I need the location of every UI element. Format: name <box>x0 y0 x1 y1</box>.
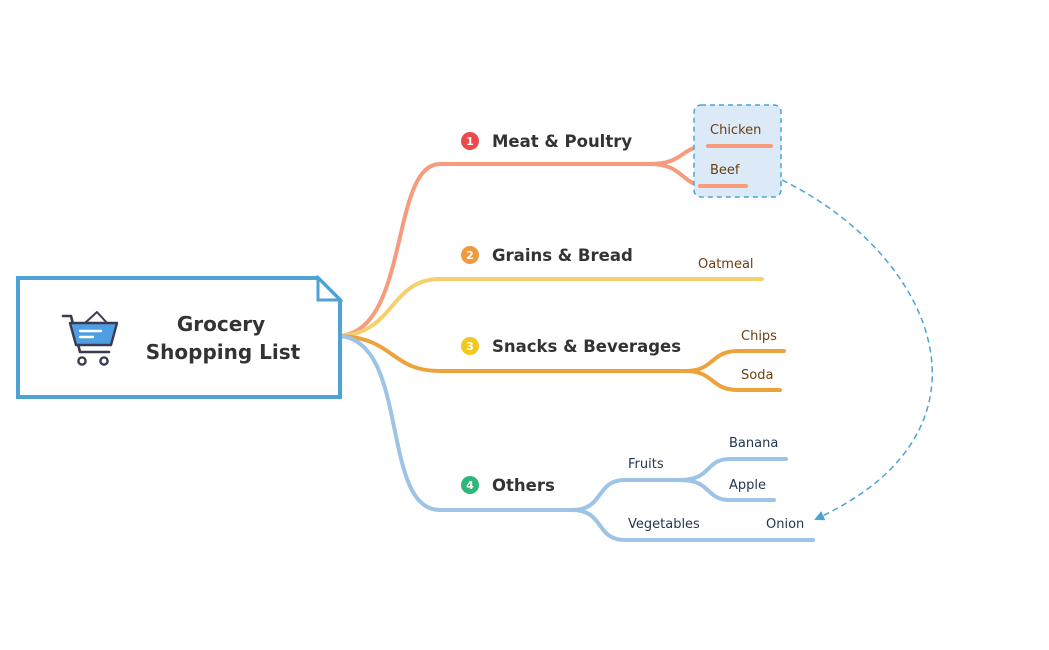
branch-others[interactable]: 4 Others Fruits Vegetables Banana Apple … <box>338 334 815 542</box>
root-title-line-2: Shopping List <box>146 340 301 364</box>
badge-number: 4 <box>466 479 474 492</box>
root-title-line-1: Grocery <box>177 312 265 336</box>
relationship-arrow[interactable] <box>781 179 933 521</box>
root-node[interactable]: Grocery Shopping List <box>16 274 344 399</box>
badge-number: 1 <box>466 135 474 148</box>
subtopic-fruits[interactable]: Fruits <box>628 457 664 472</box>
branch-label-meat-poultry[interactable]: Meat & Poultry <box>492 132 632 151</box>
leaf-oatmeal[interactable]: Oatmeal <box>698 257 754 272</box>
leaf-apple[interactable]: Apple <box>729 478 766 493</box>
connector-meat-poultry <box>338 162 652 338</box>
leaf-chicken[interactable]: Chicken <box>710 123 761 138</box>
branch-snacks-beverages[interactable]: 3 Snacks & Beverages Chips Soda <box>338 329 786 392</box>
connector-fruits <box>570 478 682 512</box>
badge-meat-poultry <box>461 132 479 150</box>
leaf-soda[interactable]: Soda <box>741 368 773 383</box>
badge-number: 2 <box>466 249 474 262</box>
branch-label-others[interactable]: Others <box>492 476 555 495</box>
leaf-chips[interactable]: Chips <box>741 329 777 344</box>
leaf-banana[interactable]: Banana <box>729 436 778 451</box>
leaf-onion[interactable]: Onion <box>766 517 804 532</box>
badge-grains-bread <box>461 246 479 264</box>
badge-others <box>461 476 479 494</box>
branch-label-grains-bread[interactable]: Grains & Bread <box>492 246 633 265</box>
highlight-box[interactable] <box>693 104 782 198</box>
connector-soda <box>683 369 782 392</box>
subtopic-vegetables[interactable]: Vegetables <box>628 517 700 532</box>
connector-apple <box>678 478 776 502</box>
connector-banana <box>678 457 788 482</box>
root-node-fold <box>316 274 344 302</box>
shopping-cart-icon <box>61 311 119 366</box>
connector-others <box>338 334 574 512</box>
connector-snacks-beverages <box>338 334 687 373</box>
leaf-beef[interactable]: Beef <box>710 163 740 178</box>
branch-label-snacks-beverages[interactable]: Snacks & Beverages <box>492 337 681 356</box>
badge-number: 3 <box>466 340 474 353</box>
branch-meat-poultry[interactable]: 1 Meat & Poultry <box>338 132 773 338</box>
connector-vegetables <box>570 508 815 542</box>
root-node-frame <box>16 276 342 399</box>
branch-grains-bread[interactable]: 2 Grains & Bread Oatmeal <box>338 246 764 338</box>
badge-snacks-beverages <box>461 337 479 355</box>
connector-grains-bread <box>338 277 764 338</box>
